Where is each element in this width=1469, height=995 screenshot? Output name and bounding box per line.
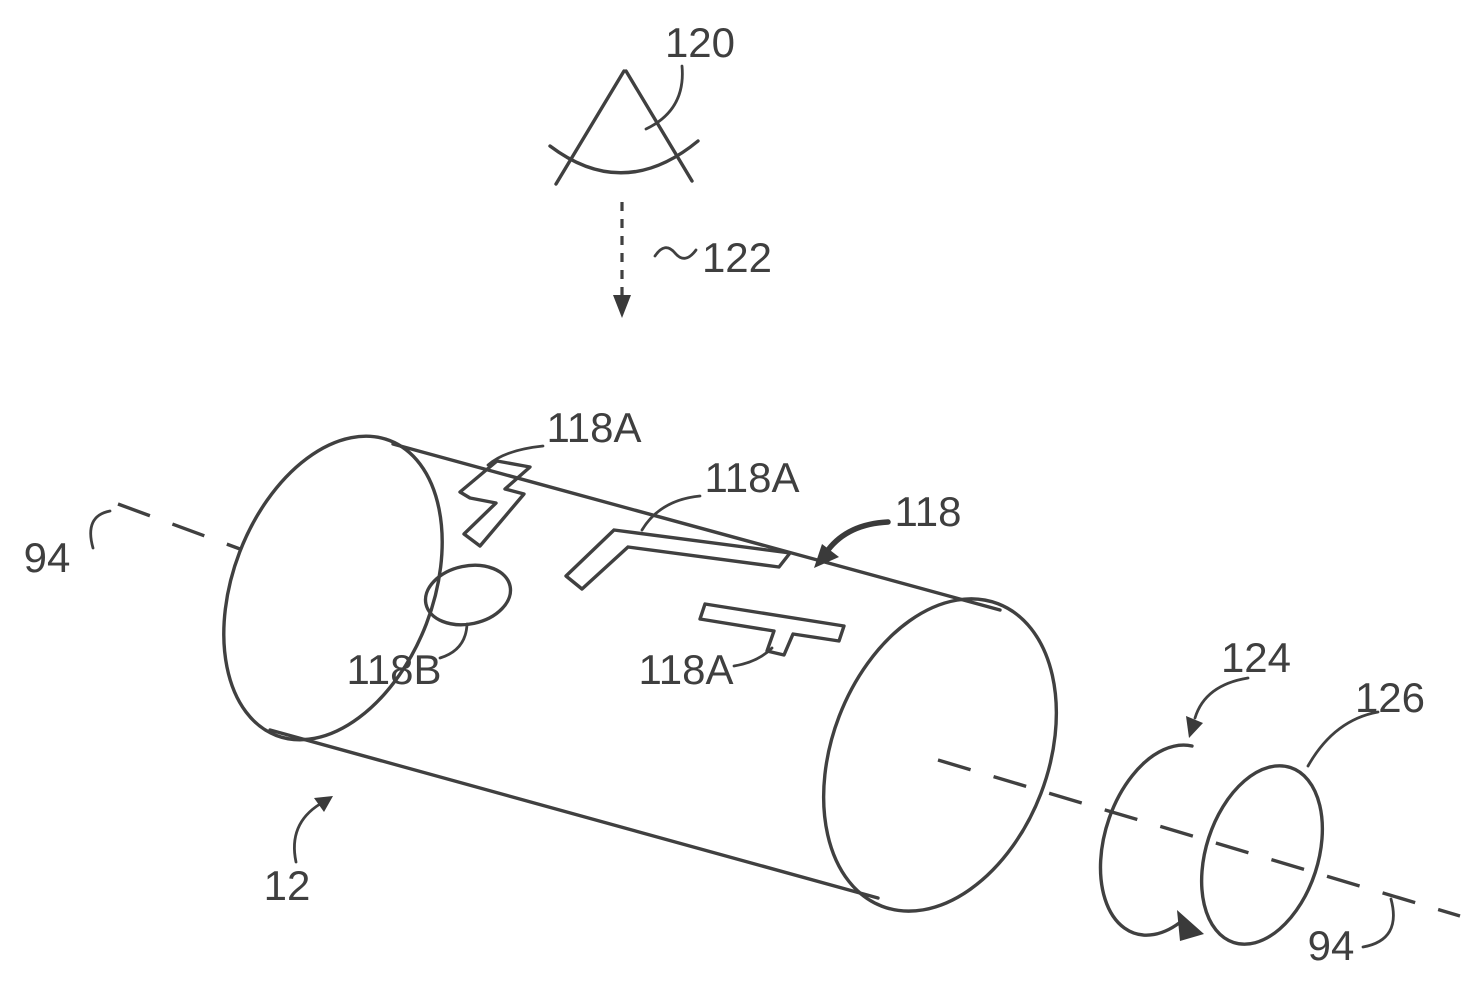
cylinder-body xyxy=(222,434,1059,913)
label-12: 12 xyxy=(264,862,311,909)
cylinder-right-end xyxy=(821,597,1059,913)
leader-124 xyxy=(1193,676,1250,720)
rotation-loop-126-ellipse xyxy=(1199,764,1325,946)
slot-zigzag-118a-1 xyxy=(458,459,532,548)
slot-long-118a-2 xyxy=(564,528,792,591)
body-arrowhead-icon xyxy=(314,796,333,812)
leader-118a-3 xyxy=(732,646,774,668)
label-94-left: 94 xyxy=(24,534,71,581)
rotation-loop-124-arrowhead-icon xyxy=(1177,910,1204,941)
rotation-loop-124-arc xyxy=(1098,743,1194,937)
leader-126 xyxy=(1306,710,1380,768)
label-118a-1: 118A xyxy=(547,404,642,451)
axis-line-right xyxy=(937,758,1461,918)
slot-set-arrow xyxy=(814,519,891,568)
label-122: 122 xyxy=(702,234,772,281)
source-cone-left-edge xyxy=(554,69,626,186)
slot-set-arrow-curve xyxy=(825,519,891,553)
body-arrow-curve xyxy=(293,802,322,864)
leader-118a-1 xyxy=(486,444,545,467)
cylinder-bottom-edge xyxy=(268,728,880,900)
rotation-loop-126 xyxy=(1199,710,1380,946)
radiation-source-symbol xyxy=(548,69,700,186)
axis-line-left xyxy=(117,502,241,551)
slot-set-arrowhead-icon xyxy=(814,544,839,568)
label-120: 120 xyxy=(665,19,735,66)
slot-tee-118a-3 xyxy=(698,602,846,657)
leader-94-right-hook xyxy=(1361,897,1395,949)
label-118a-2: 118A xyxy=(705,454,800,501)
leader-118a-2 xyxy=(640,494,702,532)
hole-118b xyxy=(423,563,513,627)
leader-124-arrowhead-icon xyxy=(1186,716,1203,738)
leader-120 xyxy=(644,64,684,131)
leader-94-left-hook xyxy=(89,509,112,550)
beam-direction-arrow xyxy=(613,202,631,318)
source-cone-right-edge xyxy=(624,69,694,183)
label-118: 118 xyxy=(895,488,962,535)
rotation-loop-124 xyxy=(1098,676,1250,941)
leader-122-tilde xyxy=(653,246,698,260)
source-cone-arc xyxy=(548,139,700,175)
beam-arrowhead-icon xyxy=(613,295,631,318)
label-126: 126 xyxy=(1355,674,1425,721)
label-94-right: 94 xyxy=(1308,922,1355,969)
body-arrow xyxy=(293,796,333,864)
label-118a-3: 118A xyxy=(639,646,734,693)
label-118b: 118B xyxy=(347,646,442,693)
label-124: 124 xyxy=(1221,634,1291,681)
leader-118b xyxy=(438,622,469,660)
cylinder-top-edge xyxy=(391,442,1002,612)
cylinder-left-end xyxy=(222,434,444,742)
